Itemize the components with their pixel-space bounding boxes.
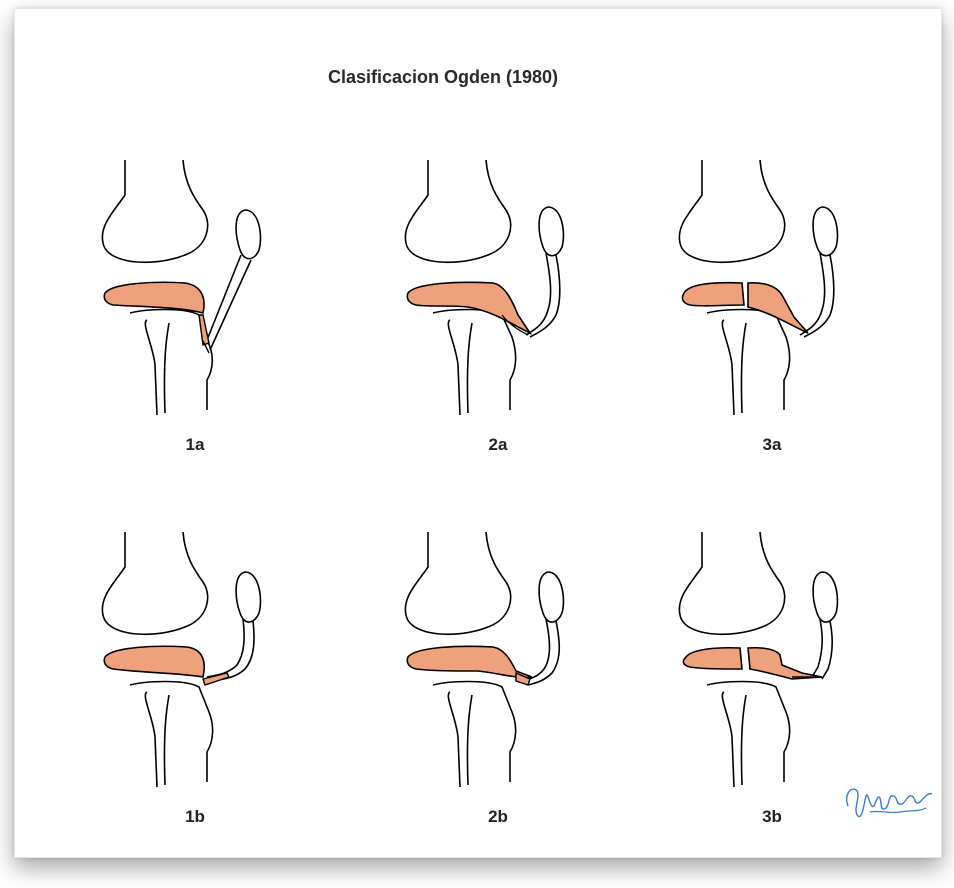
panel-1a: 1a (95, 155, 295, 435)
figure-title: Clasificacion Ogden (1980) (15, 67, 941, 88)
panel-label: 1a (95, 435, 295, 455)
panel-2b: 2b (398, 527, 598, 807)
knee-diagram-3a (672, 155, 872, 435)
panel-2a: 2a (398, 155, 598, 435)
knee-diagram-3b (672, 527, 872, 807)
knee-diagram-1a (95, 155, 295, 435)
panel-label: 1b (95, 807, 295, 827)
knee-diagram-1b (95, 527, 295, 807)
knee-diagram-2a (398, 155, 598, 435)
panel-3b: 3b (672, 527, 872, 807)
panel-label: 2b (398, 807, 598, 827)
signature (840, 776, 940, 826)
knee-diagram-2b (398, 527, 598, 807)
panel-label: 2a (398, 435, 598, 455)
panel-1b: 1b (95, 527, 295, 807)
panel-3a: 3a (672, 155, 872, 435)
panel-label: 3a (672, 435, 872, 455)
